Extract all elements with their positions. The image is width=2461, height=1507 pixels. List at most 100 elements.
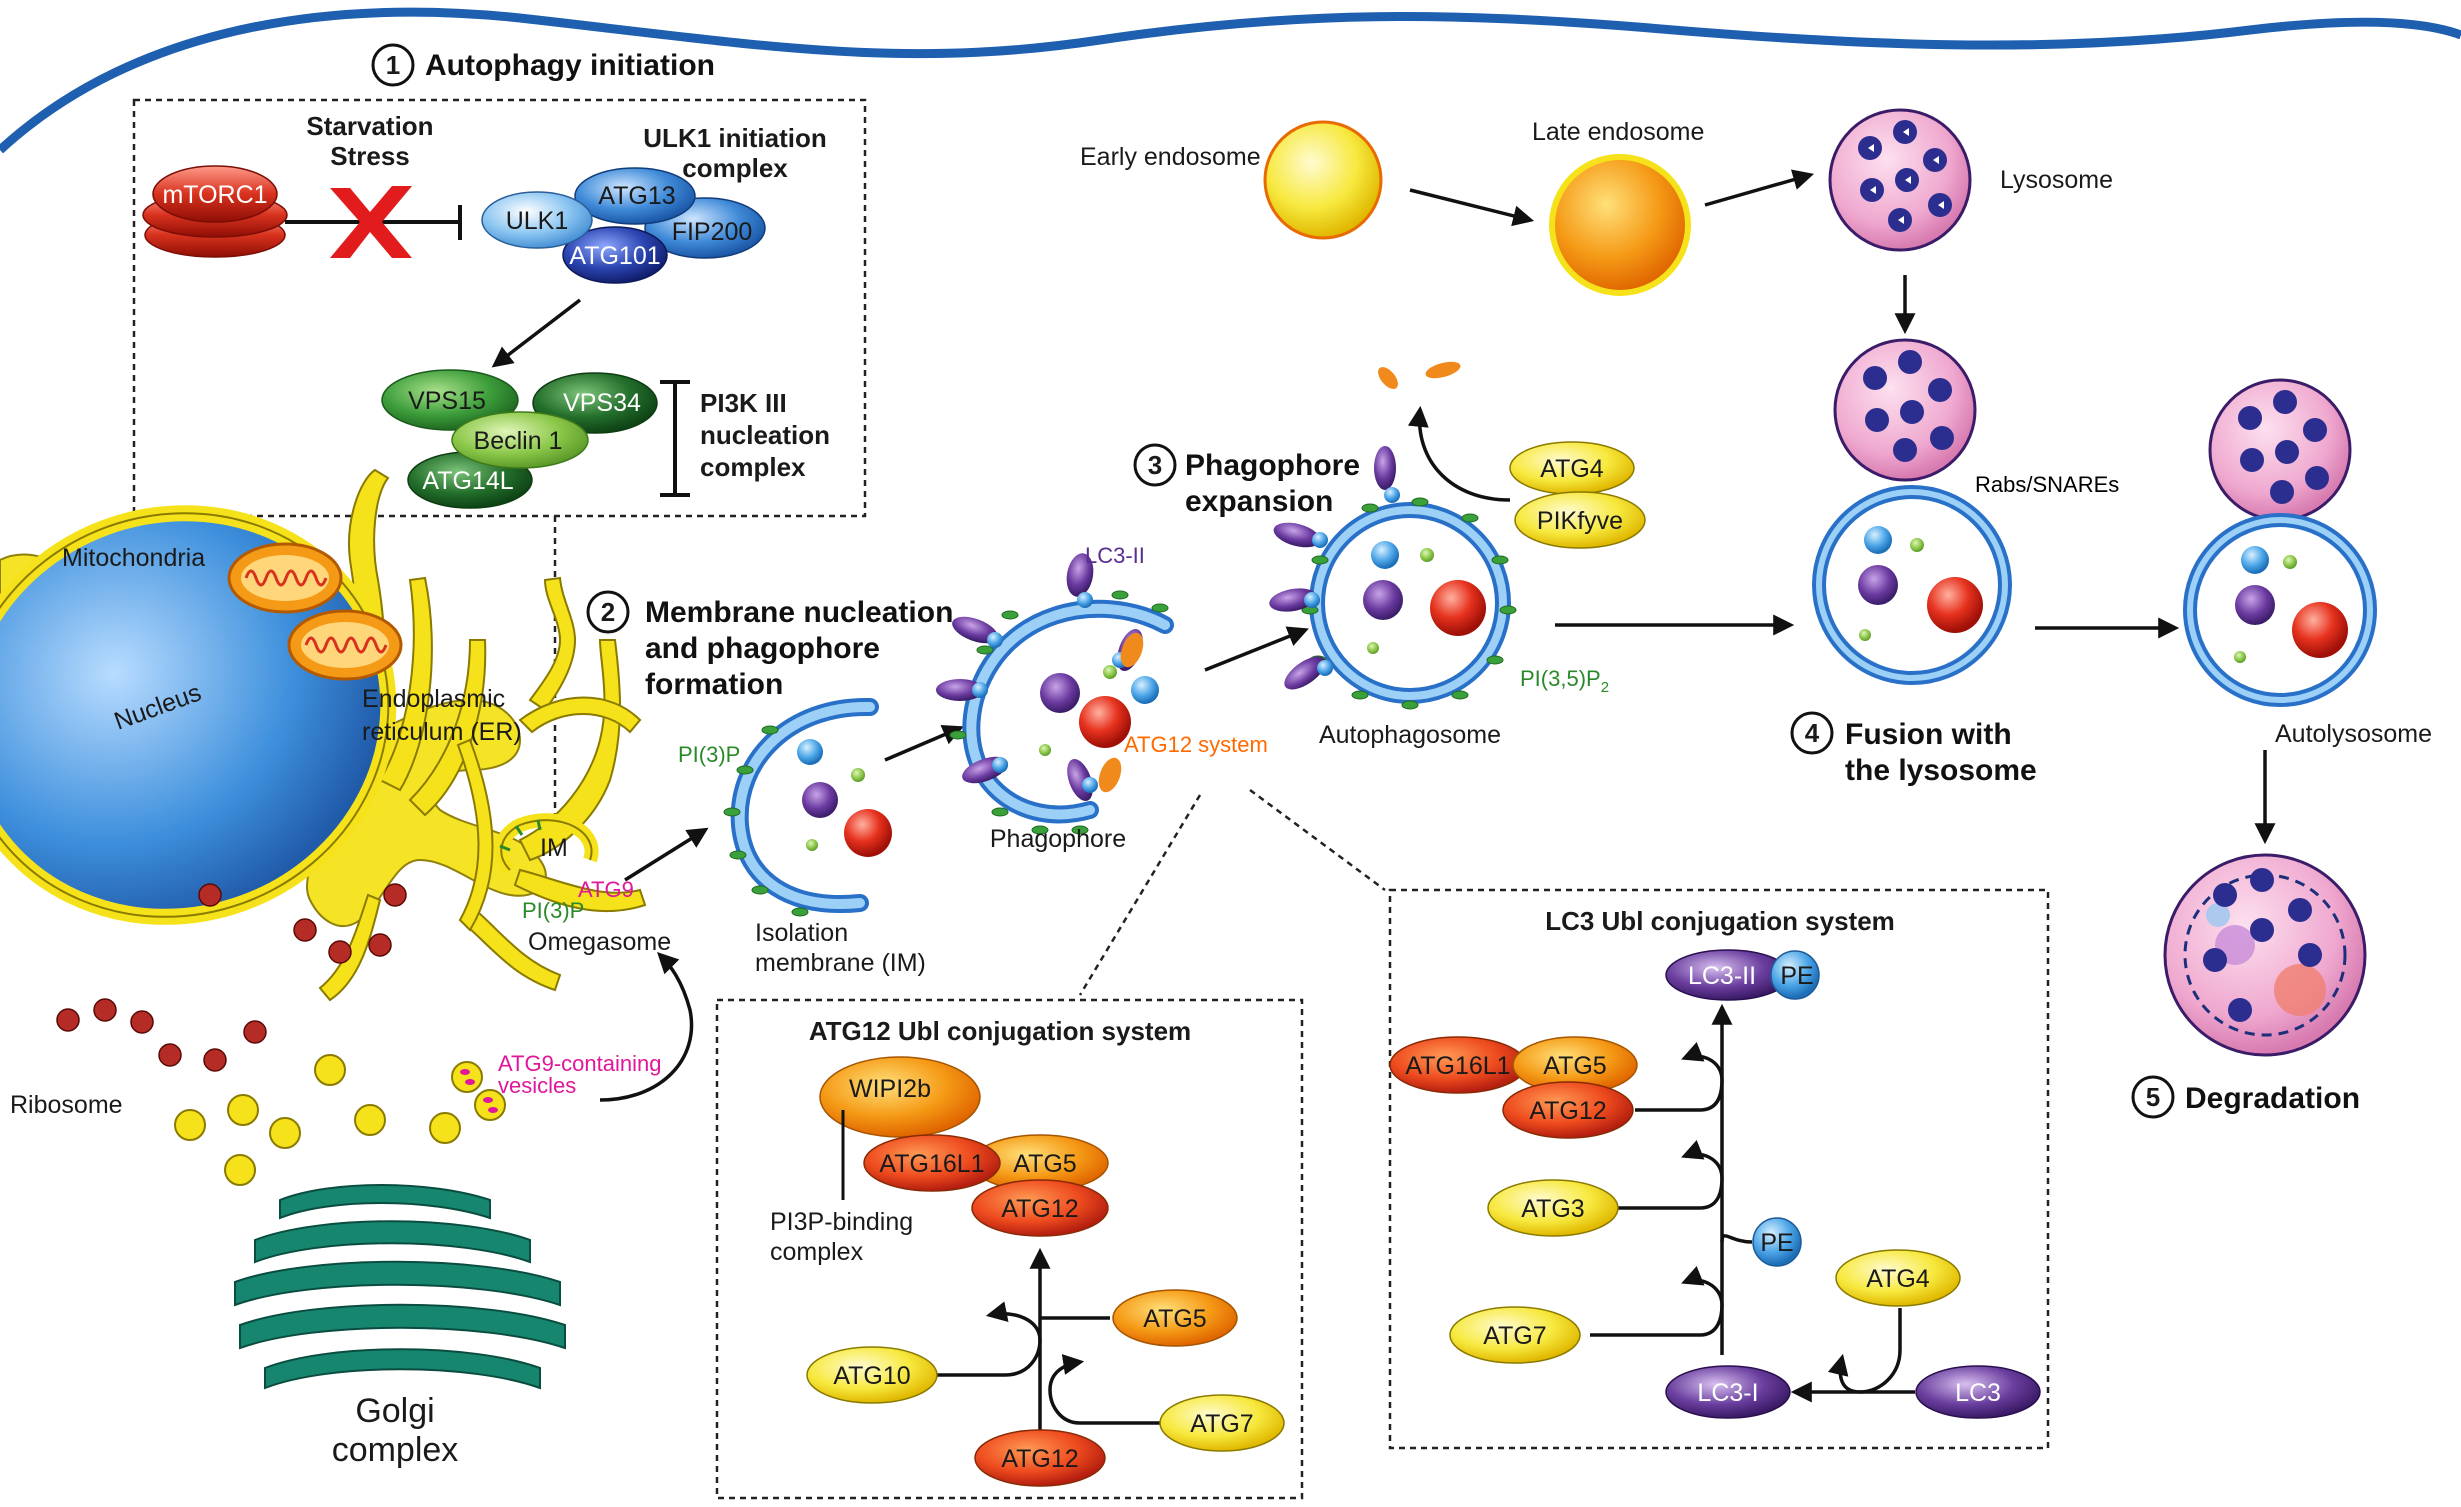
atg10-label: ATG10 xyxy=(833,1362,910,1390)
svg-text:expansion: expansion xyxy=(1185,485,1333,518)
early-endosome-label: Early endosome xyxy=(1080,143,1261,171)
pi3k-label-1: PI3K III xyxy=(700,388,787,418)
released-fragments xyxy=(1378,361,1461,389)
autolysosome-label: Autolysosome xyxy=(2275,720,2432,748)
er-label-2: reticulum (ER) xyxy=(362,718,522,746)
starvation-label: Starvation xyxy=(306,111,433,141)
ulk1-complex-label-2: complex xyxy=(682,153,788,183)
pi3k-label-3: complex xyxy=(700,452,806,482)
lysosome xyxy=(1828,108,1972,252)
vesicle-to-omegasome-arrow xyxy=(599,952,694,1102)
svg-text:PIKfyve: PIKfyve xyxy=(1537,507,1623,535)
lc3-box xyxy=(1388,888,2050,1450)
isolation-membrane xyxy=(723,697,892,917)
atg10-arrow xyxy=(935,1314,1042,1377)
pi3p-binding-label-2: complex xyxy=(770,1238,864,1266)
step1-header: 1 Autophagy initiation xyxy=(371,43,715,87)
atg4-pikfyve: ATG4 PIKfyve xyxy=(1509,441,1646,549)
svg-text:ATG4: ATG4 xyxy=(1540,455,1604,483)
beclin1-label: Beclin 1 xyxy=(474,427,563,455)
mitochondria xyxy=(227,542,403,681)
golgi-label-1: Golgi xyxy=(355,1392,434,1430)
lc3ii-label: LC3-II xyxy=(1085,543,1145,568)
omegasome-pi3p-label: PI(3)P xyxy=(522,898,584,923)
im-to-phagophore-arrow xyxy=(884,724,964,762)
svg-text:Degradation: Degradation xyxy=(2185,1082,2360,1115)
svg-text:4: 4 xyxy=(1805,718,1820,748)
autolysosome xyxy=(2183,378,2377,707)
pe-label: PE xyxy=(1780,962,1813,990)
atg9-vesicles-label-2: vesicles xyxy=(498,1073,576,1098)
pe-join-line xyxy=(1720,1234,1753,1244)
rabs-label: Rabs/SNAREs xyxy=(1975,472,2119,497)
pi3p-binding-label-1: PI3P-binding xyxy=(770,1208,913,1236)
atg5-label: ATG5 xyxy=(1013,1150,1076,1178)
lc3-atg7-label: ATG7 xyxy=(1483,1322,1546,1350)
initiation-box xyxy=(132,98,867,518)
pi35p2-label: PI(3,5)P2 xyxy=(1520,666,1609,696)
svg-text:mTORC1: mTORC1 xyxy=(162,181,267,209)
ribosomes xyxy=(56,883,407,1072)
atg9-vesicles xyxy=(174,1054,506,1186)
atg101-label: ATG101 xyxy=(569,242,660,270)
ulk1-complex-label-1: ULK1 initiation xyxy=(643,123,826,153)
svg-text:formation: formation xyxy=(645,668,783,701)
svg-text:Autophagy initiation: Autophagy initiation xyxy=(425,49,715,82)
early-to-late-arrow xyxy=(1409,188,1535,227)
lysosome-label: Lysosome xyxy=(2000,166,2113,194)
lc3-atg5-label: ATG5 xyxy=(1543,1052,1606,1080)
golgi-label-2: complex xyxy=(332,1431,459,1469)
vps15-label: VPS15 xyxy=(408,387,486,415)
lc3-atg12-label: ATG12 xyxy=(1529,1097,1606,1125)
atg12-system-label: ATG12 system xyxy=(1124,732,1268,757)
atg12-connector xyxy=(1078,794,1202,996)
svg-text:5: 5 xyxy=(2146,1082,2160,1112)
plasma-membrane xyxy=(0,7,2461,154)
lc3i-label: LC3-I xyxy=(1697,1379,1758,1407)
atg4-lc3-arrow xyxy=(1827,1308,1902,1394)
atg7-lc3-arrow xyxy=(1590,1266,1724,1337)
fip200-label: FIP200 xyxy=(672,218,753,246)
late-endosome xyxy=(1549,154,1691,296)
svg-text:3: 3 xyxy=(1148,450,1162,480)
wipi2b-label: WIPI2b xyxy=(849,1075,931,1103)
svg-text:the lysosome: the lysosome xyxy=(1845,754,2037,787)
omegasome xyxy=(494,813,599,875)
svg-text:2: 2 xyxy=(601,597,615,627)
step5-header: 5 Degradation xyxy=(2131,1075,2360,1119)
atg7-label: ATG7 xyxy=(1190,1410,1253,1438)
svg-text:Fusion with: Fusion with xyxy=(1845,718,2012,751)
ulk1-label: ULK1 xyxy=(506,207,569,235)
atg16l1-label: ATG16L1 xyxy=(879,1150,984,1178)
atg9-vesicles-label-1: ATG9-containing xyxy=(498,1051,661,1076)
phagophore xyxy=(936,553,1174,835)
atg12-in-label: ATG12 xyxy=(1001,1445,1078,1473)
ribosome-label: Ribosome xyxy=(10,1091,123,1119)
fusing-lysosome xyxy=(1833,338,1977,482)
svg-text:Phagophore: Phagophore xyxy=(1185,449,1360,482)
mtorc1: mTORC1 xyxy=(142,165,288,258)
lc3ii-box-label: LC3-II xyxy=(1688,962,1756,990)
bracket-icon xyxy=(660,380,690,497)
step2-header: 2 Membrane nucleation and phagophore for… xyxy=(586,590,953,701)
atg7-arrow xyxy=(1048,1354,1160,1425)
omegasome-label: Omegasome xyxy=(528,928,671,956)
atg9-label: ATG9 xyxy=(578,877,634,902)
vps34-label: VPS34 xyxy=(563,389,641,417)
lc3-atg16l1-complex: ATG16L1 ATG5 ATG12 xyxy=(1389,1036,1638,1139)
omegasome-to-im-arrow xyxy=(624,827,709,882)
atg3-arrow xyxy=(1618,1140,1724,1210)
atg12-complex: WIPI2b ATG16L1 ATG5 ATG12 xyxy=(819,1056,1109,1237)
fusing-autophagosome xyxy=(1812,485,2012,685)
atg4-cleavage-arrow xyxy=(1407,405,1511,502)
mitochondria-label: Mitochondria xyxy=(62,544,205,572)
pi3k-complex: VPS15 VPS34 Beclin 1 ATG14L xyxy=(381,369,658,509)
im-label: IM xyxy=(540,834,568,862)
lc3-connector xyxy=(1249,788,1386,892)
phagophore-to-autophagosome-arrow xyxy=(1204,626,1309,672)
pe2-label: PE xyxy=(1760,1229,1793,1257)
step3-header: 3 Phagophore expansion xyxy=(1133,443,1360,518)
svg-text:1: 1 xyxy=(386,50,400,80)
